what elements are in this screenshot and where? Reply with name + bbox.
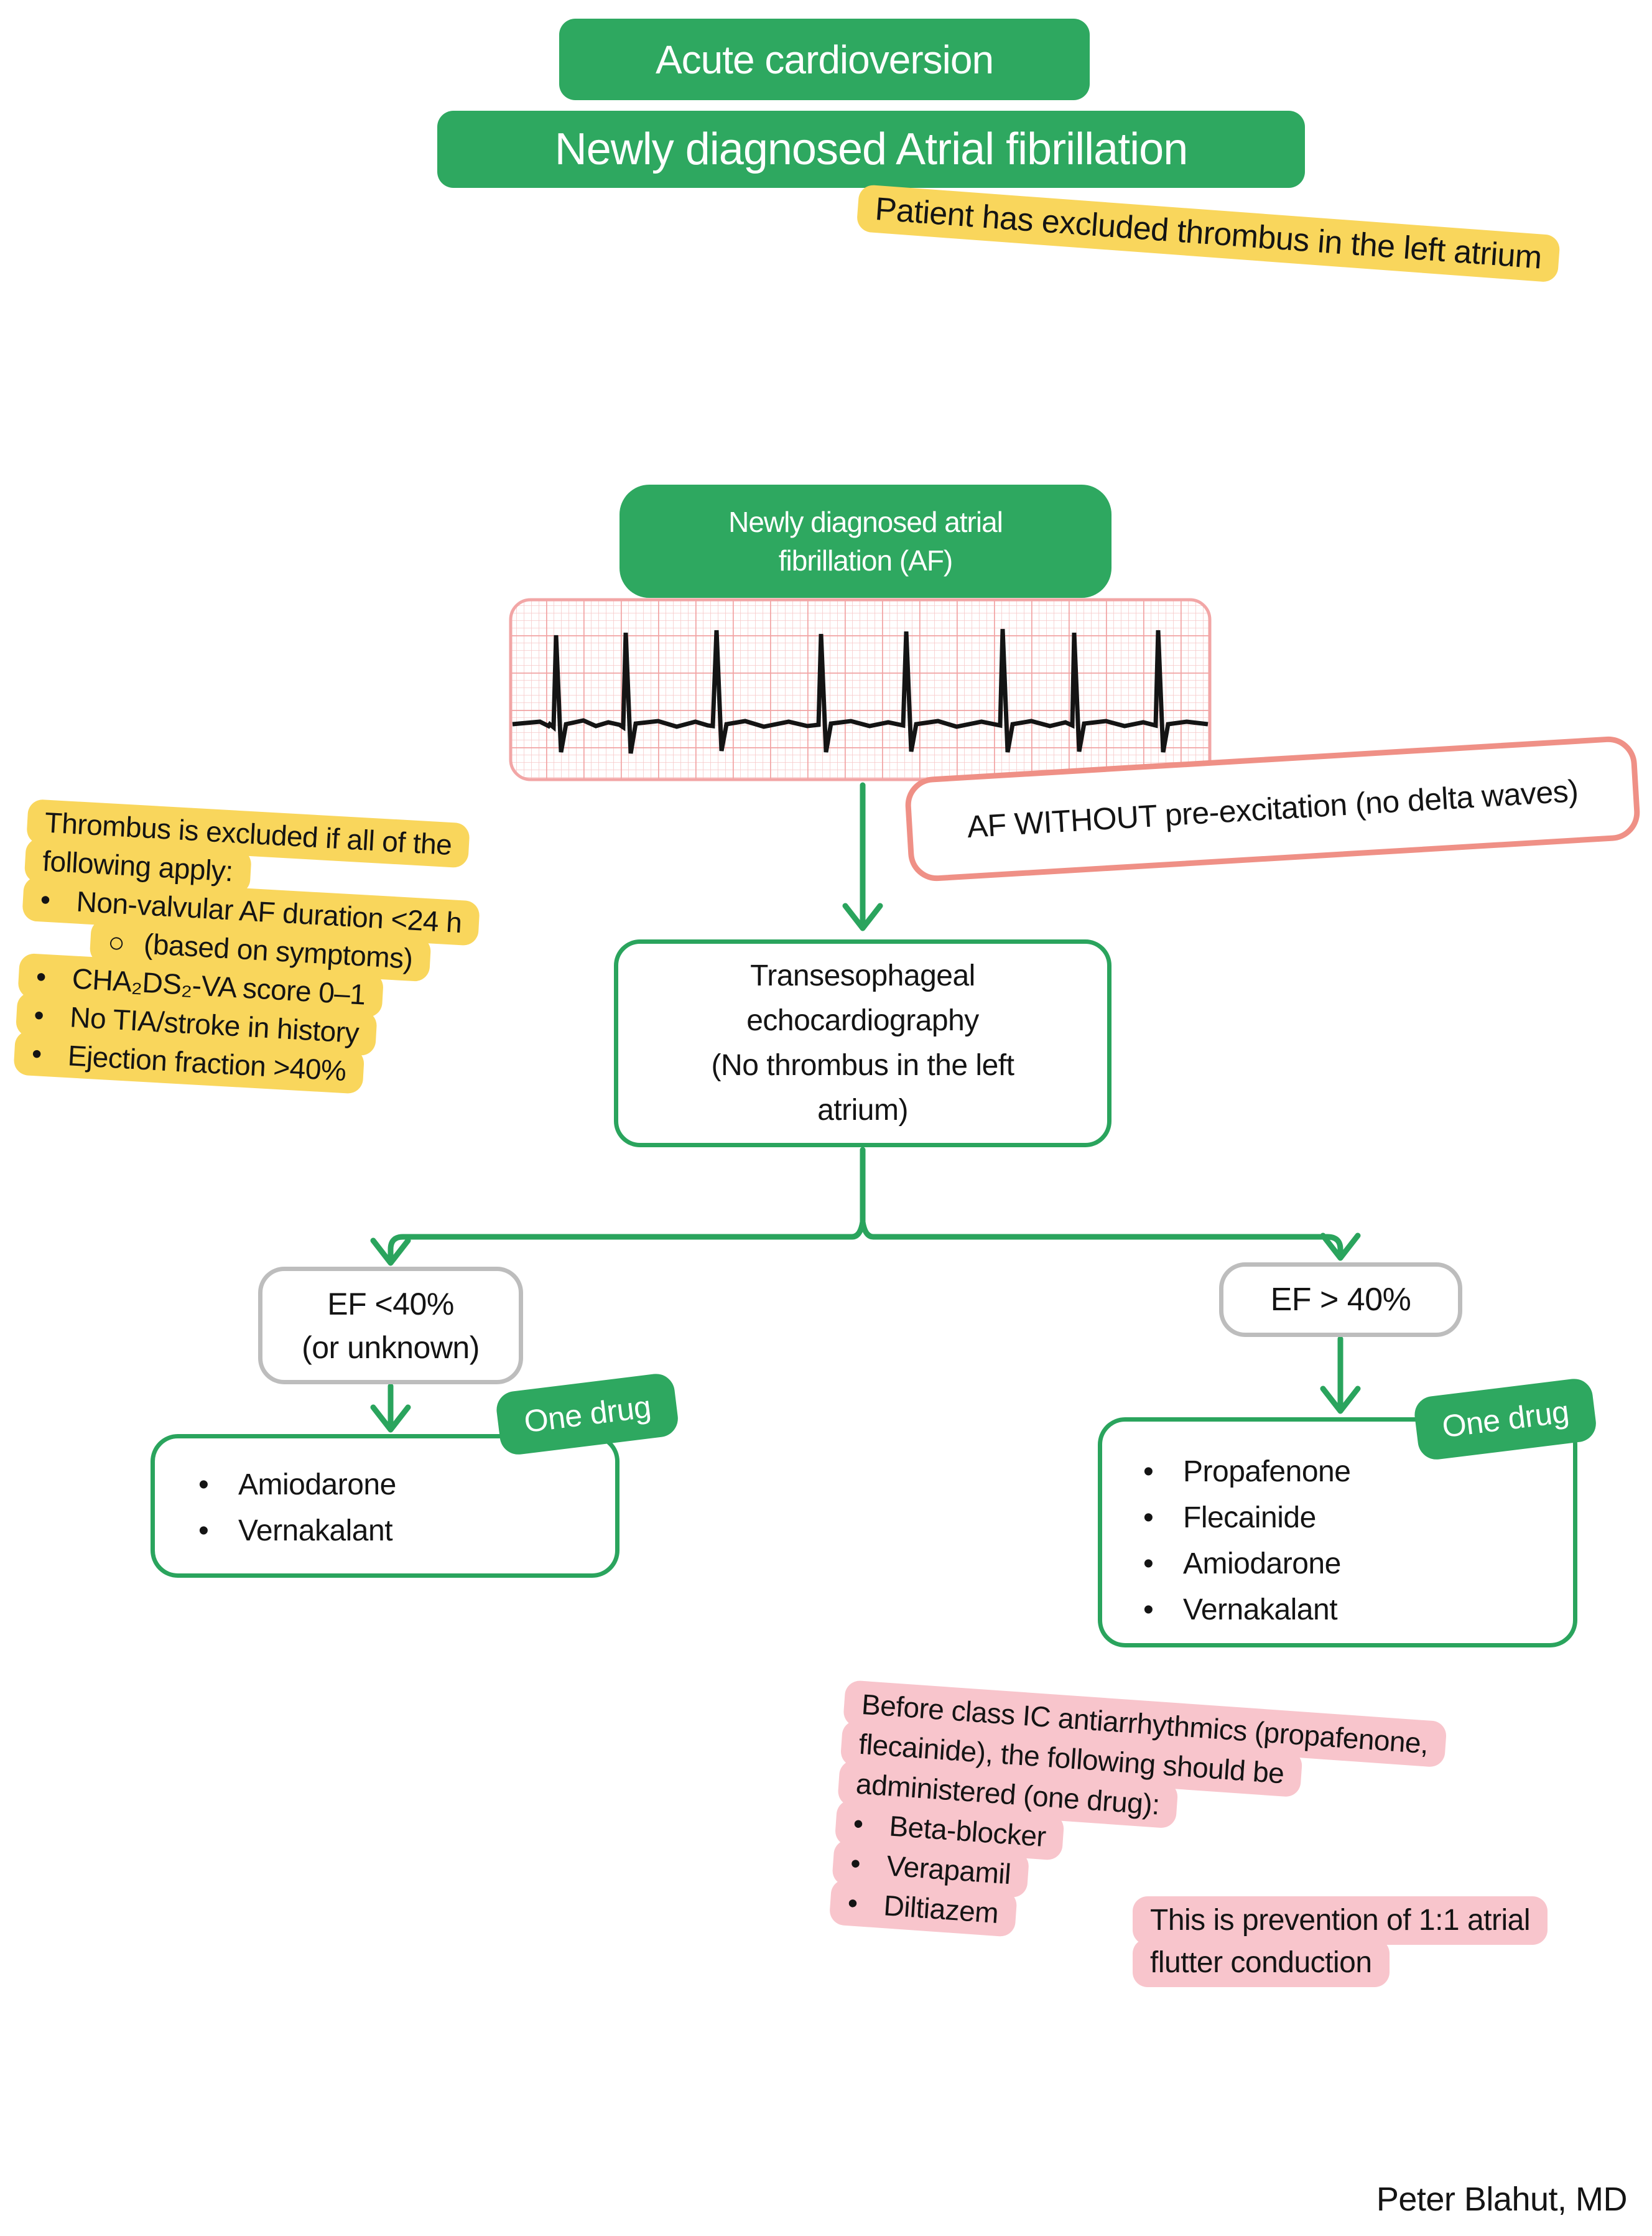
tee-node-line: atrium) [817, 1094, 908, 1127]
flutter-prevention-note: This is prevention of 1:1 atrial flutter… [1133, 1896, 1548, 1987]
bullet-icon: • [852, 1807, 865, 1840]
drug-list-item: • Propafenone [1143, 1449, 1351, 1495]
drug-name: Amiodarone [1183, 1547, 1341, 1580]
page-title-text: Acute cardioversion [655, 37, 994, 82]
ef-low-line1: EF <40% [327, 1286, 454, 1321]
class-ic-line: Verapamil [885, 1849, 1012, 1891]
bullet-icon: • [1143, 1455, 1154, 1488]
tee-node: Transesophageal echocardiography (No thr… [614, 939, 1111, 1147]
flutter-note-line: flutter conduction [1150, 1946, 1372, 1979]
ecg-grid [511, 600, 1210, 780]
drug-list-item: • Flecainide [1143, 1495, 1350, 1541]
drug-name: Flecainide [1183, 1501, 1316, 1534]
bullet-icon: • [849, 1847, 861, 1880]
flutter-note-line: This is prevention of 1:1 atrial [1150, 1904, 1530, 1937]
bullet-icon: • [1143, 1593, 1154, 1626]
class-ic-line: Diltiazem [883, 1889, 1000, 1929]
arrowhead-ef-high [1320, 1232, 1361, 1261]
drug-name: Vernakalant [1183, 1593, 1338, 1626]
tee-node-line: Transesophageal [750, 959, 975, 992]
page-subtitle: Newly diagnosed Atrial fibrillation [437, 111, 1305, 188]
ef-low-node: EF <40% (or unknown) [258, 1267, 523, 1384]
drug-name: Vernakalant [238, 1514, 393, 1547]
one-drug-label-right-text: One drug [1440, 1394, 1571, 1445]
bullet-icon: • [1143, 1547, 1154, 1580]
ef-high-node: EF > 40% [1219, 1262, 1462, 1337]
bullet-icon: • [847, 1886, 859, 1920]
arrowhead-drugs-low [370, 1404, 411, 1433]
bullet-icon: • [1143, 1501, 1154, 1534]
bullet-icon: • [33, 999, 45, 1032]
bullet-icon: • [30, 1036, 43, 1070]
bullet-icon: • [39, 883, 52, 916]
one-drug-label-left-text: One drug [522, 1389, 653, 1440]
drug-name: Propafenone [1183, 1455, 1351, 1488]
tee-node-line: echocardiography [746, 1004, 979, 1037]
page-title: Acute cardioversion [559, 19, 1090, 100]
ef-high-label: EF > 40% [1270, 1282, 1411, 1318]
bullet-icon: • [35, 960, 47, 993]
start-node: Newly diagnosed atrial fibrillation (AF) [620, 485, 1111, 598]
connector-branch [387, 1219, 1343, 1262]
bullet-icon: • [198, 1514, 209, 1547]
ecg-trace [512, 628, 1209, 754]
ef-low-line2: (or unknown) [302, 1330, 480, 1365]
thrombus-criteria-note: Thrombus is excluded if all of the follo… [13, 799, 485, 1094]
arrowhead-tee [842, 903, 883, 931]
author-credit: Peter Blahut, MD [1376, 2180, 1628, 2219]
start-node-line1: Newly diagnosed atrial [728, 506, 1003, 538]
drug-list-item: • Amiodarone [1143, 1541, 1350, 1587]
arrowhead-ef-low [370, 1237, 411, 1266]
drug-name: Amiodarone [238, 1468, 396, 1501]
drugs-ef-low-box: • Amiodarone • Vernakalant [151, 1434, 620, 1578]
ecg-caption-text: AF WITHOUT pre-excitation (no delta wave… [966, 773, 1579, 845]
drug-list-item: • Vernakalant [198, 1508, 396, 1554]
drug-list-item: • Amiodarone [198, 1462, 396, 1508]
page-subtitle-text: Newly diagnosed Atrial fibrillation [554, 124, 1189, 174]
ecg-strip [509, 598, 1212, 781]
author-credit-text: Peter Blahut, MD [1376, 2181, 1628, 2218]
drugs-ef-high-box: • Propafenone • Flecainide • Amiodarone … [1098, 1417, 1577, 1647]
arrowhead-drugs-high [1320, 1386, 1361, 1414]
drug-list-item: • Vernakalant [1143, 1587, 1350, 1633]
tee-node-line: (No thrombus in the left [711, 1049, 1014, 1082]
start-node-line2: fibrillation (AF) [778, 544, 954, 577]
bullet-icon: • [198, 1468, 209, 1501]
circle-bullet-icon: ○ [106, 925, 126, 959]
